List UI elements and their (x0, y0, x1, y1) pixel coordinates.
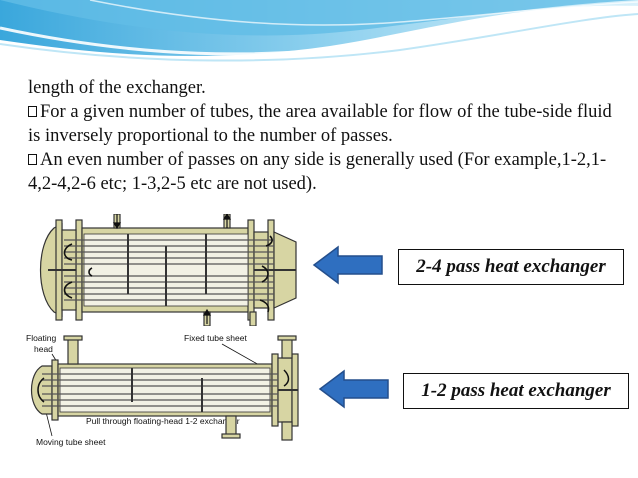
checkbox-bullet-icon (28, 154, 37, 165)
bullet-item-1: For a given number of tubes, the area av… (28, 100, 628, 148)
label-pull-through: Pull through floating-head 1-2 exchanger (86, 416, 240, 426)
bullet-text-2: An even number of passes on any side is … (28, 150, 607, 194)
label-floating-head-1: Floating (26, 333, 57, 343)
diagram-2-4-pass-exchanger (40, 214, 297, 326)
left-arrow-icon-bottom (318, 369, 389, 409)
callout-1-2-pass: 1-2 pass heat exchanger (403, 373, 629, 409)
bullet-text-1: For a given number of tubes, the area av… (28, 102, 612, 146)
label-fixed-tube-sheet: Fixed tube sheet (184, 333, 247, 343)
bullet-item-2: An even number of passes on any side is … (28, 148, 628, 196)
decorative-wave-banner (0, 0, 638, 70)
diagram-1-2-pass-exchanger: Floating head Fixed tube sheet Pull thro… (26, 333, 299, 447)
callout-2-4-pass: 2-4 pass heat exchanger (398, 249, 624, 285)
body-text: length of the exchanger. For a given num… (28, 76, 628, 196)
left-arrow-icon-top (312, 245, 383, 285)
checkbox-bullet-icon (28, 106, 37, 117)
label-moving-tube-sheet: Moving tube sheet (36, 437, 106, 447)
label-floating-head-2: head (34, 344, 53, 354)
body-line-1: length of the exchanger. (28, 78, 206, 98)
